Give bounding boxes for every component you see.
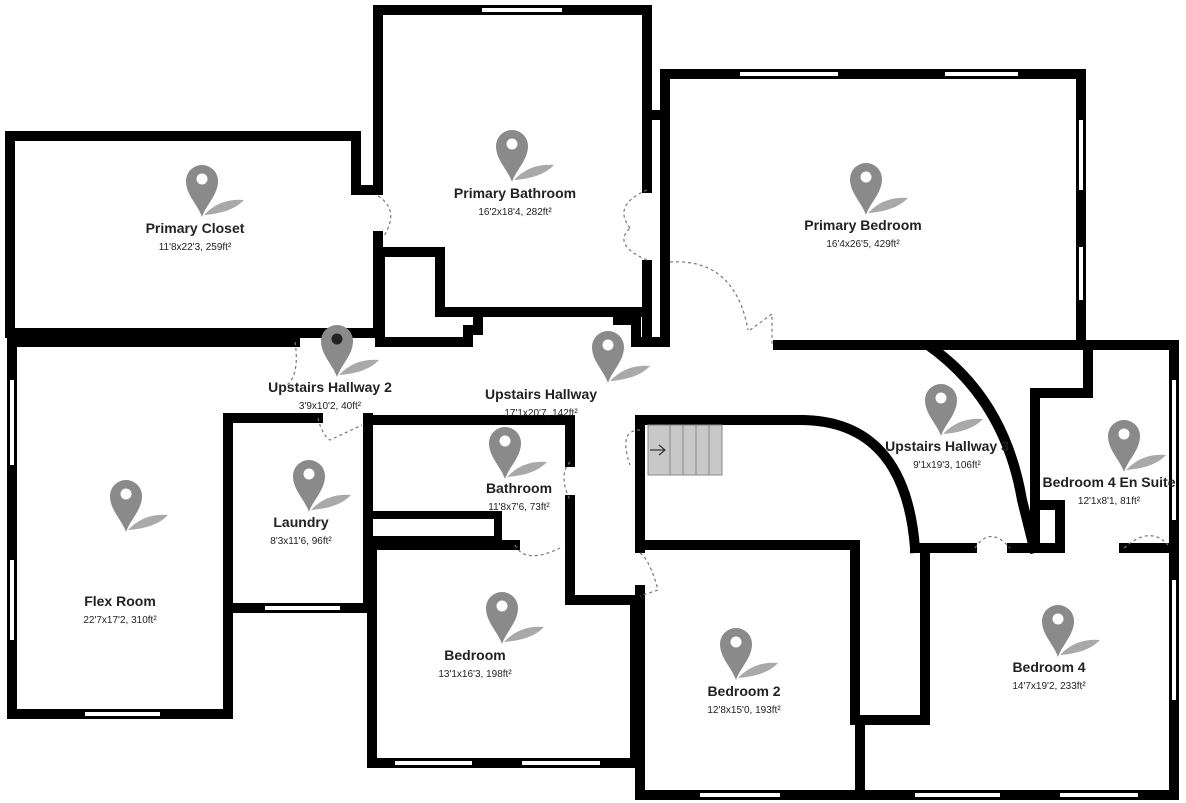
- walls: [5, 5, 1179, 800]
- room-primary-closet[interactable]: Primary Closet 11'8x22'3, 259ft²: [146, 165, 245, 253]
- room-bedroom[interactable]: Bedroom 13'1x16'3, 198ft²: [438, 592, 544, 680]
- room-dimensions: 12'8x15'0, 193ft²: [707, 705, 781, 716]
- room-bathroom[interactable]: Bathroom 11'8x7'6, 73ft²: [486, 427, 552, 513]
- map-pin-icon[interactable]: [1042, 605, 1100, 657]
- room-primary-bathroom[interactable]: Primary Bathroom 16'2x18'4, 282ft²: [454, 130, 576, 218]
- room-dimensions: 17'1x20'7, 142ft²: [504, 408, 578, 419]
- room-bedroom-2[interactable]: Bedroom 2 12'8x15'0, 193ft²: [707, 628, 781, 716]
- map-pin-icon[interactable]: [496, 130, 554, 182]
- room-name: Upstairs Hallway 2: [268, 379, 392, 395]
- room-dimensions: 9'1x19'3, 106ft²: [913, 460, 981, 471]
- map-pin-icon[interactable]: [321, 325, 379, 377]
- room-dimensions: 11'8x7'6, 73ft²: [488, 502, 550, 513]
- map-pin-icon[interactable]: [186, 165, 244, 217]
- wall-primary-bathroom: [373, 5, 1086, 343]
- wall-laundry: [223, 413, 373, 613]
- room-name: Upstairs Hallway: [485, 386, 597, 402]
- room-name: Primary Bedroom: [804, 217, 921, 233]
- room-flex-room[interactable]: Flex Room 22'7x17'2, 310ft²: [83, 480, 168, 626]
- wall-en-suite-inner: [1030, 340, 1093, 553]
- room-dimensions: 3'9x10'2, 40ft²: [299, 401, 362, 412]
- wall-hallway-3-curve-inner: [794, 414, 921, 554]
- room-name: Bedroom 4: [1012, 659, 1085, 675]
- map-pin-icon[interactable]: [110, 480, 168, 532]
- wall-flex-room: [7, 337, 305, 719]
- room-name: Bedroom: [444, 647, 505, 663]
- wall-bathroom-cabinet: [368, 511, 502, 544]
- wall-primary-closet: [5, 131, 383, 338]
- arrow-right-icon: [650, 444, 666, 456]
- map-pin-icon[interactable]: [486, 592, 544, 644]
- room-name: Primary Closet: [146, 220, 245, 236]
- room-upstairs-hallway-3[interactable]: Upstairs Hallway 3 9'1x19'3, 106ft²: [885, 384, 1009, 471]
- map-pin-icon[interactable]: [720, 628, 778, 680]
- wall-nook-right: [613, 315, 670, 347]
- wall-nook-small: [375, 247, 483, 347]
- wall-bath-nook: [375, 247, 652, 317]
- room-dimensions: 14'7x19'2, 233ft²: [1012, 681, 1086, 692]
- room-name: Bathroom: [486, 480, 552, 496]
- room-bedroom-4[interactable]: Bedroom 4 14'7x19'2, 233ft²: [1012, 605, 1100, 692]
- room-primary-bedroom[interactable]: Primary Bedroom 16'4x26'5, 429ft²: [804, 163, 922, 250]
- room-name: Flex Room: [84, 593, 156, 609]
- room-dimensions: 22'7x17'2, 310ft²: [83, 615, 157, 626]
- doors: [285, 189, 1169, 597]
- room-dimensions: 16'4x26'5, 429ft²: [826, 239, 900, 250]
- room-upstairs-hallway-2[interactable]: Upstairs Hallway 2 3'9x10'2, 40ft²: [268, 325, 392, 412]
- room-dimensions: 12'1x8'1, 81ft²: [1078, 496, 1141, 507]
- room-name: Primary Bathroom: [454, 185, 576, 201]
- room-dimensions: 16'2x18'4, 282ft²: [478, 207, 552, 218]
- stairs: [647, 424, 723, 476]
- map-pin-icon[interactable]: [850, 163, 908, 215]
- wall-bedroom-2: [635, 540, 930, 725]
- room-name: Bedroom 4 En Suite: [1042, 474, 1175, 490]
- wall-small-bathroom: [363, 415, 575, 467]
- room-dimensions: 13'1x16'3, 198ft²: [438, 669, 512, 680]
- room-name: Laundry: [273, 514, 328, 530]
- windows: [10, 8, 1176, 797]
- room-bedroom-4-en-suite[interactable]: Bedroom 4 En Suite 12'1x8'1, 81ft²: [1042, 420, 1176, 507]
- room-name: Bedroom 2: [707, 683, 780, 699]
- room-dimensions: 11'8x22'3, 259ft²: [159, 242, 232, 253]
- map-pin-icon[interactable]: [1108, 420, 1166, 472]
- map-pin-icon[interactable]: [489, 427, 547, 479]
- map-pin-icon[interactable]: [293, 460, 351, 512]
- map-pin-icon[interactable]: [592, 331, 650, 383]
- room-dimensions: 8'3x11'6, 96ft²: [270, 536, 332, 547]
- room-name: Upstairs Hallway 3: [885, 438, 1009, 454]
- room-laundry[interactable]: Laundry 8'3x11'6, 96ft²: [270, 460, 351, 547]
- wall-hallway-3-curve-outer: [925, 341, 1041, 555]
- room-upstairs-hallway[interactable]: Upstairs Hallway 17'1x20'7, 142ft²: [485, 331, 650, 419]
- room-labels: Primary Closet 11'8x22'3, 259ft² Primary B…: [83, 130, 1176, 716]
- map-pin-icon[interactable]: [925, 384, 983, 436]
